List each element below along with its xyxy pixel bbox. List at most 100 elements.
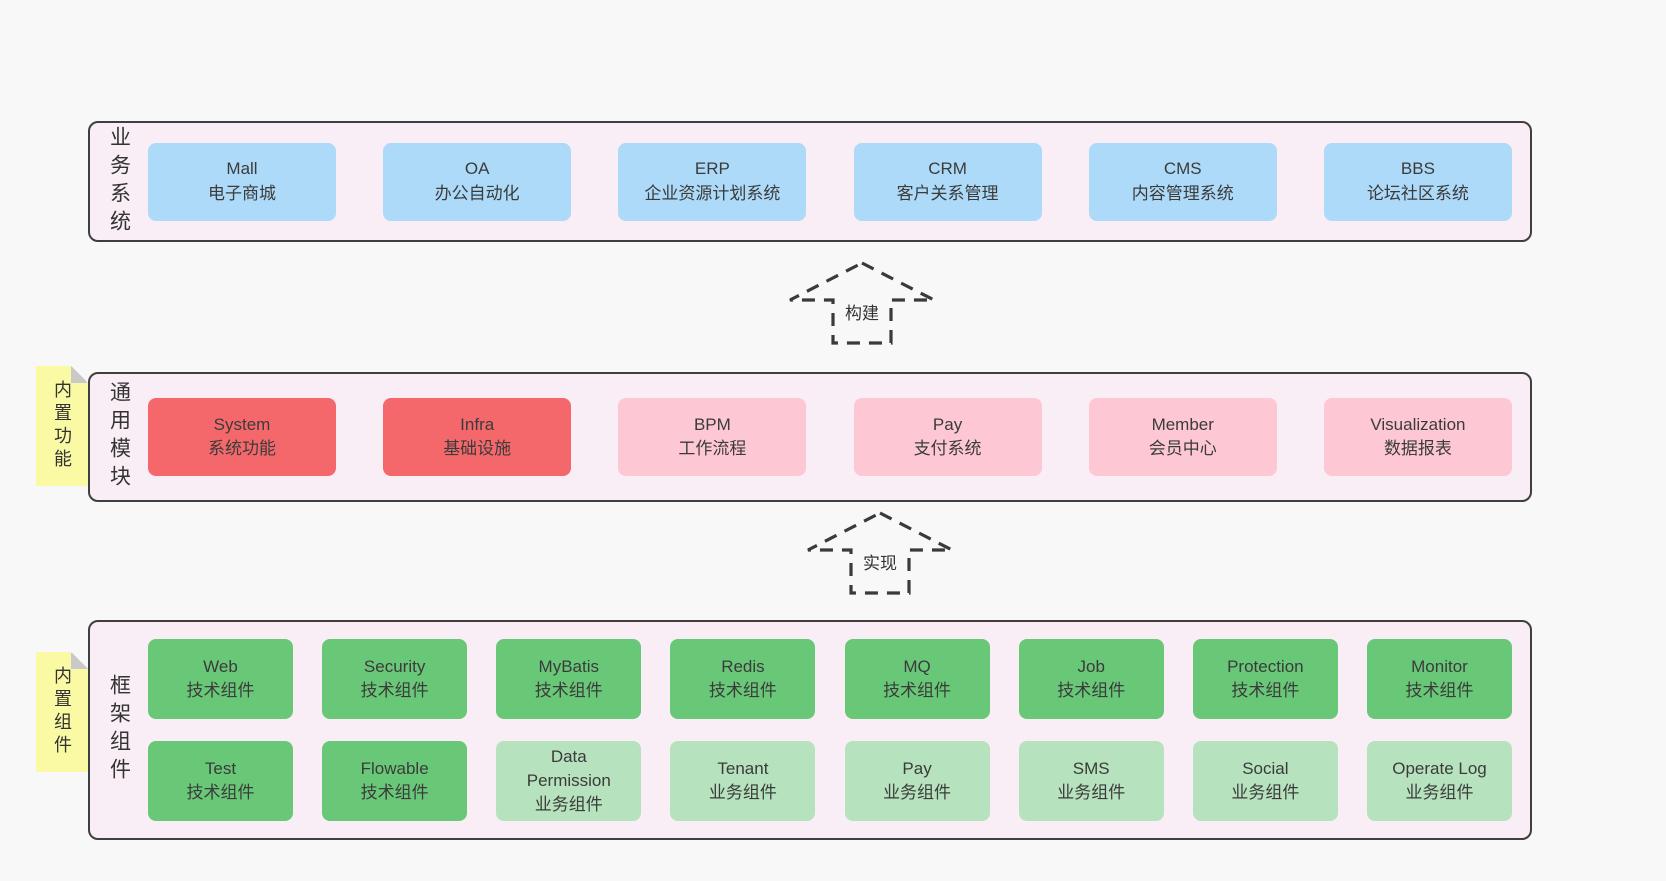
box-security: Security 技术组件 xyxy=(322,639,468,719)
box-subtitle: 技术组件 xyxy=(1057,681,1126,700)
box-subtitle: 数据报表 xyxy=(1383,439,1452,458)
business-layer-label-text: 业务系统 xyxy=(107,125,131,238)
arrow-build: 构建 xyxy=(787,260,937,346)
box-sms: SMS 业务组件 xyxy=(1018,741,1164,821)
box-title: Infra xyxy=(460,414,495,434)
box-crm: CRM 客户关系管理 xyxy=(853,142,1042,221)
box-title: Tenant xyxy=(717,758,769,778)
box-title: Redis xyxy=(721,656,765,676)
box-subtitle: 技术组件 xyxy=(186,681,255,700)
box-subtitle: 技术组件 xyxy=(883,681,952,700)
box-infra: Infra 基础设施 xyxy=(383,398,572,476)
box-subtitle: 电子商城 xyxy=(208,183,276,203)
box-bpm: BPM 工作流程 xyxy=(618,398,807,476)
box-subtitle: 技术组件 xyxy=(708,681,777,700)
box-title: CRM xyxy=(928,159,967,179)
sticky-builtin-features-text: 内置功能 xyxy=(52,380,72,472)
box-visualization: Visualization 数据报表 xyxy=(1323,398,1512,476)
box-title: Job xyxy=(1077,656,1105,676)
box-subtitle: 内容管理系统 xyxy=(1131,183,1234,203)
box-job: Job 技术组件 xyxy=(1018,639,1164,719)
box-subtitle: 业务组件 xyxy=(708,783,777,802)
box-title: MQ xyxy=(903,656,931,676)
box-oa: OA 办公自动化 xyxy=(383,142,572,221)
box-redis: Redis 技术组件 xyxy=(670,639,816,719)
box-bbs: BBS 论坛社区系统 xyxy=(1323,142,1512,221)
box-subtitle: 系统功能 xyxy=(208,439,276,458)
box-subtitle: 技术组件 xyxy=(360,783,429,802)
box-web: Web 技术组件 xyxy=(148,639,293,719)
box-test: Test 技术组件 xyxy=(148,741,293,821)
box-title: CMS xyxy=(1163,159,1202,179)
box-title: BBS xyxy=(1400,159,1435,179)
box-social: Social 业务组件 xyxy=(1192,741,1338,821)
box-title: Test xyxy=(204,758,237,778)
box-title: MyBatis xyxy=(538,656,600,676)
arrow-implement: 实现 xyxy=(805,510,955,596)
box-title: Operate Log xyxy=(1392,758,1487,778)
box-subtitle: 工作流程 xyxy=(678,439,747,458)
framework-layer-label-text: 框架组件 xyxy=(107,674,131,786)
box-subtitle: 论坛社区系统 xyxy=(1366,183,1469,203)
box-title: Visualization xyxy=(1370,414,1466,434)
arrow-implement-label: 实现 xyxy=(860,548,900,575)
sticky-note-builtin-features: 内置功能 xyxy=(36,366,88,486)
box-title: Social xyxy=(1242,758,1289,778)
box-title: Member xyxy=(1151,414,1214,434)
box-subtitle: 业务组件 xyxy=(1057,783,1126,802)
box-title: OA xyxy=(464,159,490,179)
box-subtitle: 基础设施 xyxy=(443,439,512,458)
box-title: System xyxy=(213,414,271,434)
box-flowable: Flowable 技术组件 xyxy=(322,741,468,821)
up-arrow-icon xyxy=(807,511,953,595)
business-layer-label: 业务系统 xyxy=(90,123,148,240)
box-title: Flowable xyxy=(360,758,429,778)
box-subtitle: 业务组件 xyxy=(1405,783,1474,802)
box-tenant: Tenant 业务组件 xyxy=(670,741,816,821)
box-operate-log: Operate Log 业务组件 xyxy=(1366,741,1512,821)
box-title: Web xyxy=(203,656,238,676)
box-title: BPM xyxy=(693,414,731,434)
box-subtitle: 业务组件 xyxy=(1231,783,1300,802)
box-subtitle: 技术组件 xyxy=(1231,681,1300,700)
box-subtitle: 支付系统 xyxy=(913,439,982,458)
modules-layer-label-text: 通用模块 xyxy=(107,381,131,493)
box-subtitle: 客户关系管理 xyxy=(896,183,999,203)
arrow-build-label: 构建 xyxy=(842,298,882,325)
box-mq: MQ 技术组件 xyxy=(844,639,990,719)
framework-layer-label: 框架组件 xyxy=(90,622,148,838)
box-title: SMS xyxy=(1072,758,1110,778)
box-title: ERP xyxy=(694,159,730,179)
sticky-builtin-components-text: 内置组件 xyxy=(52,666,72,758)
box-title: Mall xyxy=(226,159,258,179)
box-subtitle: 业务组件 xyxy=(883,783,952,802)
sticky-note-builtin-components: 内置组件 xyxy=(36,652,88,772)
modules-layer-label: 通用模块 xyxy=(90,374,148,500)
box-subtitle: 技术组件 xyxy=(360,681,429,700)
box-monitor: Monitor 技术组件 xyxy=(1366,639,1512,719)
box-subtitle: 技术组件 xyxy=(186,783,255,802)
box-title: Security xyxy=(363,656,426,676)
box-subtitle: 办公自动化 xyxy=(434,183,520,203)
box-subtitle: 业务组件 xyxy=(534,795,603,815)
box-subtitle: 技术组件 xyxy=(1405,681,1474,700)
up-arrow-icon xyxy=(789,261,935,345)
box-subtitle: 会员中心 xyxy=(1148,439,1217,458)
box-title: Monitor xyxy=(1411,656,1468,676)
